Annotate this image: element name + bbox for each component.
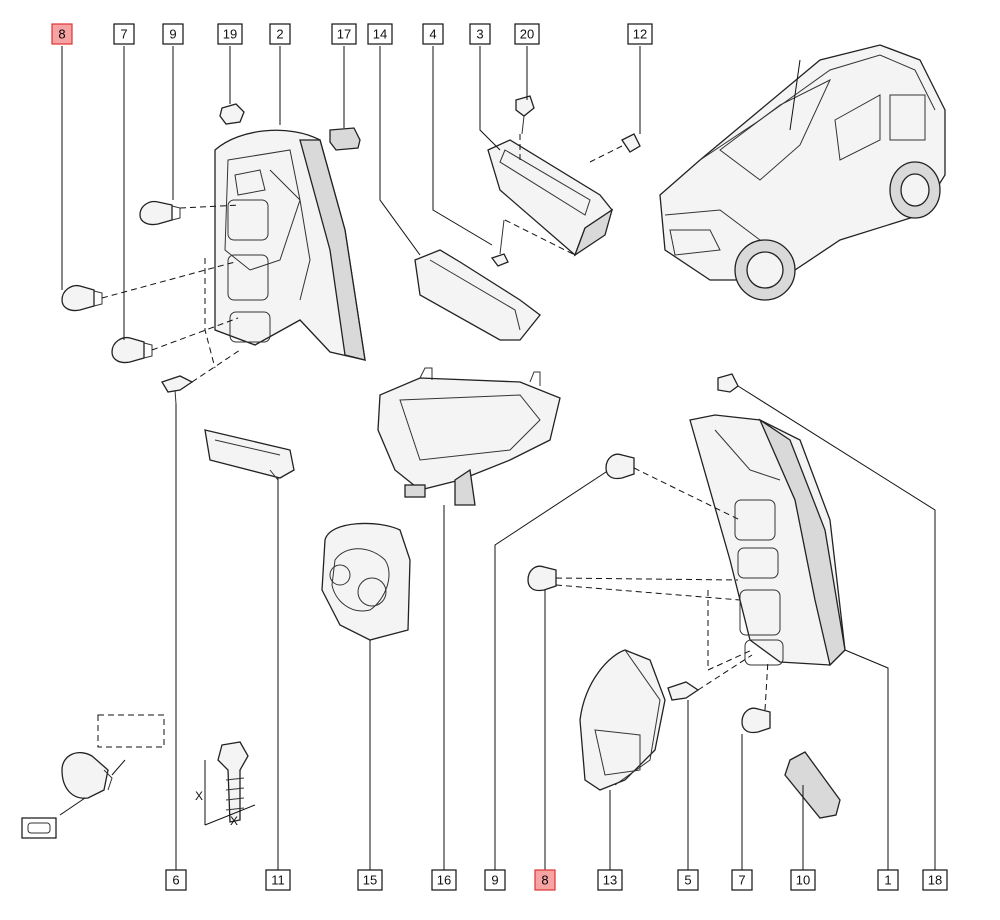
bulb-8-right [527,565,557,592]
callout-2[interactable]: 2 [269,23,291,45]
svg-text:13: 13 [603,873,617,888]
svg-text:19: 19 [223,27,237,42]
clip-18 [717,373,739,393]
svg-text:1: 1 [884,873,891,888]
screw-4 [490,219,509,267]
svg-text:20: 20 [520,27,534,42]
svg-text:17: 17 [337,27,351,42]
svg-text:18: 18 [928,873,942,888]
bulb-9-right [605,453,635,480]
right-tail-lamp [689,414,846,667]
bolt-dimension-detail: X X [195,741,256,828]
callout-13[interactable]: 13 [597,869,623,891]
screw-5 [667,681,700,701]
lens-15 [321,522,411,641]
callout-20[interactable]: 20 [514,23,540,45]
rear-fog-lamp-16 [377,367,561,506]
leader-lines [61,46,936,870]
svg-text:8: 8 [541,873,548,888]
svg-text:7: 7 [738,873,745,888]
svg-text:8: 8 [58,27,65,42]
left-tail-lamp [214,129,366,361]
clip-20 [515,95,535,135]
svg-text:2: 2 [276,27,283,42]
callout-8-bottom[interactable]: 8 [534,869,556,891]
svg-text:10: 10 [796,873,810,888]
callout-9-top[interactable]: 9 [162,23,184,45]
svg-text:11: 11 [271,873,285,888]
bulb-7-right [741,707,771,734]
svg-text:7: 7 [120,27,127,42]
dimension-x-horizontal: X [230,814,238,828]
callout-19[interactable]: 19 [217,23,243,45]
reflector-11 [204,429,295,481]
callout-7-top[interactable]: 7 [113,23,135,45]
dimension-x-vertical: X [195,789,203,803]
callout-18[interactable]: 18 [922,869,948,891]
bulb-7-left [111,336,153,364]
vehicle-illustration [659,44,946,301]
clip-19 [219,103,245,125]
callout-9-bottom[interactable]: 9 [484,869,506,891]
callout-3[interactable]: 3 [469,23,491,45]
svg-text:9: 9 [491,873,498,888]
pad-17 [329,127,361,151]
callout-12[interactable]: 12 [627,23,653,45]
reflector-10 [784,751,841,819]
bracket-14 [414,249,541,341]
svg-text:6: 6 [172,873,179,888]
callout-11[interactable]: 11 [265,869,291,891]
connector-12 [621,133,641,153]
svg-text:15: 15 [363,873,377,888]
bulb-9-left [139,200,181,226]
bulb-detail [21,714,165,839]
screw-6 [161,375,194,405]
callout-8-top[interactable]: 8 [51,23,73,45]
svg-text:16: 16 [437,873,451,888]
callout-6[interactable]: 6 [165,869,187,891]
callout-10[interactable]: 10 [790,869,816,891]
callout-14[interactable]: 14 [367,23,393,45]
callouts: 8 7 9 19 2 17 14 4 3 20 12 6 11 15 16 9 … [51,23,948,891]
bulb-8-left [61,284,103,312]
svg-text:4: 4 [429,27,436,42]
svg-text:12: 12 [633,27,647,42]
callout-5[interactable]: 5 [677,869,699,891]
svg-text:9: 9 [169,27,176,42]
callout-4[interactable]: 4 [422,23,444,45]
svg-text:5: 5 [684,873,691,888]
callout-17[interactable]: 17 [331,23,357,45]
svg-text:14: 14 [373,27,387,42]
callout-16[interactable]: 16 [431,869,457,891]
callout-7-bottom[interactable]: 7 [731,869,753,891]
third-brake-light [487,139,614,257]
svg-text:3: 3 [476,27,483,42]
callout-1[interactable]: 1 [877,869,899,891]
callout-15[interactable]: 15 [357,869,383,891]
lens-13 [579,649,666,791]
